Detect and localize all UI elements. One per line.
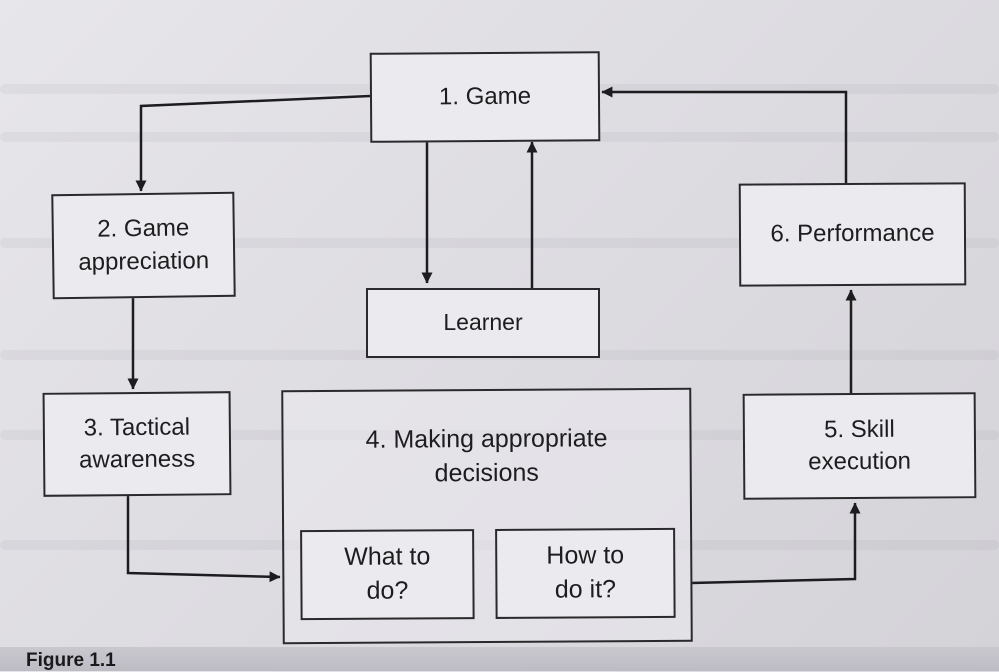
arrow-decisions-to-skill	[690, 502, 861, 585]
node-how-to-do-line1: How to	[546, 541, 625, 570]
node-how-to-do-line2: do it?	[554, 575, 617, 604]
node-making-decisions-line1: 4. Making appropriate	[365, 424, 608, 454]
node-what-to-do-line1: What to	[344, 542, 431, 572]
node-skill-execution-line2: execution	[808, 447, 912, 476]
node-tactical-awareness: 3. Tactical awareness	[42, 391, 232, 497]
node-performance-label: 6. Performance	[770, 219, 935, 248]
node-skill-execution: 5. Skill execution	[742, 392, 977, 500]
arrow-game-to-appreciation	[135, 94, 371, 192]
node-how-to-do: How to do it?	[495, 527, 676, 619]
node-game-label: 1. Game	[438, 82, 532, 111]
node-skill-execution-line1: 5. Skill	[823, 415, 895, 443]
node-making-decisions-line2: decisions	[434, 458, 539, 488]
node-tactical-awareness-line1: 3. Tactical	[83, 413, 191, 442]
node-game: 1. Game	[369, 51, 601, 143]
node-game-appreciation: 2. Game appreciation	[51, 191, 236, 300]
background-texture	[0, 238, 999, 248]
node-learner: Learner	[366, 288, 600, 358]
caption-bar	[0, 647, 999, 671]
node-what-to-do-line2: do?	[366, 576, 409, 605]
node-tactical-awareness-line2: awareness	[78, 445, 196, 474]
node-game-appreciation-line1: 2. Game	[97, 214, 190, 243]
node-performance: 6. Performance	[738, 182, 967, 287]
arrow-performance-to-game	[601, 86, 848, 183]
node-making-decisions: 4. Making appropriate decisions What to …	[281, 387, 693, 645]
figure-caption: Figure 1.1	[26, 650, 116, 671]
node-learner-label: Learner	[443, 309, 523, 336]
arrow-tactical-to-decisions	[126, 496, 281, 583]
node-what-to-do: What to do?	[300, 529, 475, 621]
node-game-appreciation-line2: appreciation	[78, 246, 210, 276]
node-making-decisions-title: 4. Making appropriate decisions	[283, 422, 689, 492]
